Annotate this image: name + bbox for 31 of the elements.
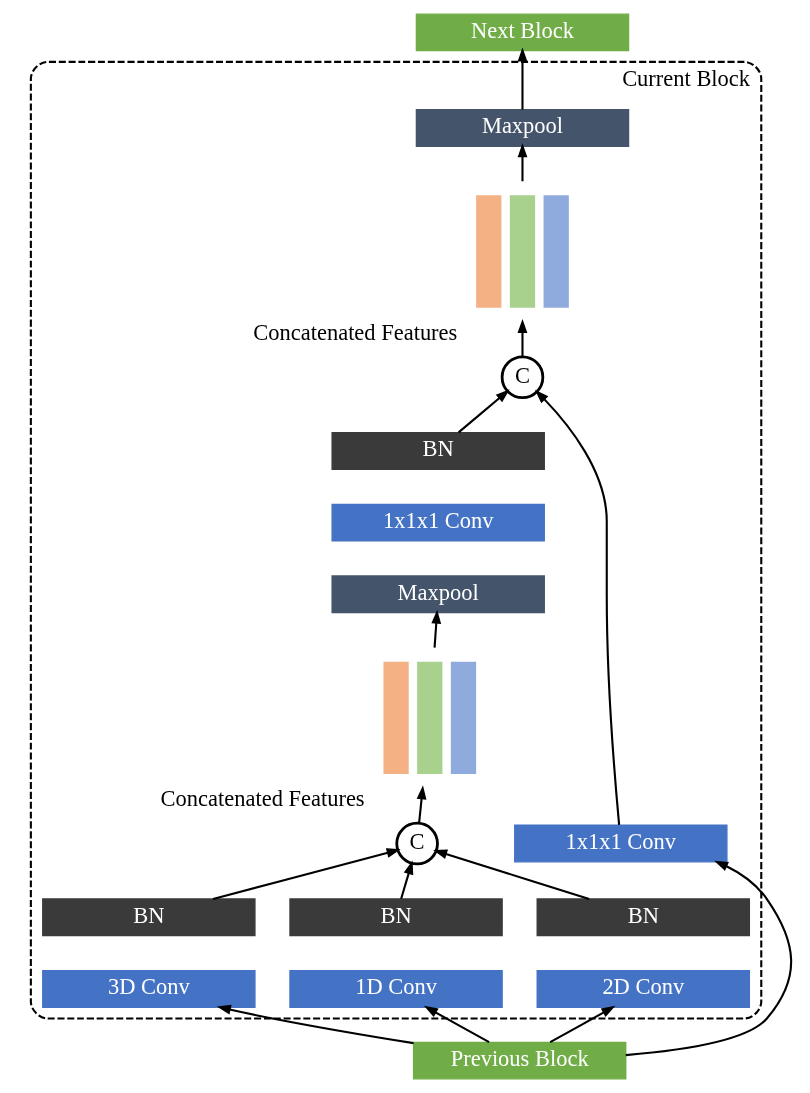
node-label: Concatenated Features bbox=[252, 319, 457, 345]
arrow bbox=[212, 848, 401, 900]
node-box: Next Block bbox=[415, 13, 629, 52]
arrow bbox=[430, 609, 441, 648]
arrow bbox=[399, 860, 413, 900]
node-circle: C bbox=[394, 821, 439, 866]
arrow bbox=[625, 860, 792, 1057]
arrow bbox=[517, 47, 527, 110]
arrow bbox=[517, 318, 527, 357]
node-box: BN bbox=[330, 432, 545, 470]
node-box: Maxpool bbox=[415, 108, 629, 147]
node-box: 1x1x1 Conv bbox=[513, 824, 728, 863]
node-box: 2D Conv bbox=[536, 970, 750, 1008]
node-box: BN bbox=[288, 898, 503, 937]
node-label: Concatenated Features bbox=[160, 786, 365, 812]
arrow bbox=[416, 785, 426, 824]
node-box: 3D Conv bbox=[41, 970, 256, 1008]
arrow bbox=[432, 849, 589, 900]
arrow bbox=[517, 143, 527, 182]
node-box: Previous Block bbox=[412, 1041, 626, 1080]
node-box: 1x1x1 Conv bbox=[330, 503, 545, 542]
arrow bbox=[457, 389, 510, 434]
arrow bbox=[534, 389, 620, 825]
node-box: BN bbox=[536, 898, 750, 937]
arrow bbox=[216, 1004, 414, 1045]
arrow bbox=[423, 1005, 490, 1044]
arrow bbox=[549, 1005, 615, 1044]
node-box: Maxpool bbox=[330, 575, 545, 614]
node-box: BN bbox=[41, 898, 256, 937]
node-circle: C bbox=[500, 355, 544, 399]
node-box: 1D Conv bbox=[288, 970, 503, 1008]
